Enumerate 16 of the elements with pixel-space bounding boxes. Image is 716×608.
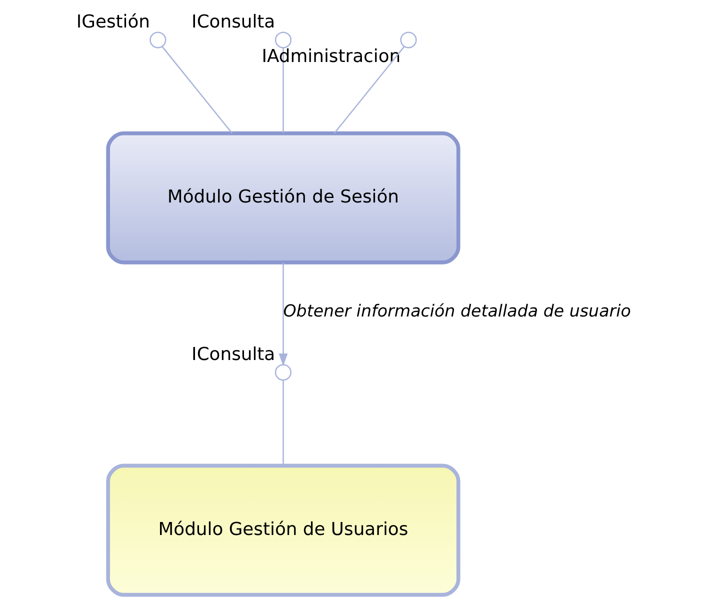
arrow — [278, 262, 288, 366]
node-circle — [400, 32, 417, 48]
node-box: Módulo Gestión de Sesión — [106, 131, 460, 264]
node-label: IGestión — [76, 11, 150, 32]
edge-label: Obtener información detallada de usuario — [283, 302, 631, 321]
connector — [282, 48, 284, 134]
node-box: Módulo Gestión de Usuarios — [106, 464, 460, 597]
connector — [162, 46, 233, 134]
connector — [282, 380, 284, 466]
node-circle — [274, 364, 292, 381]
node-label: IAdministracion — [262, 46, 401, 67]
connector — [334, 46, 405, 134]
node-circle — [274, 32, 292, 48]
node-circle — [150, 32, 166, 48]
node-label: IConsulta — [192, 11, 276, 32]
node-label: IConsulta — [192, 344, 276, 365]
